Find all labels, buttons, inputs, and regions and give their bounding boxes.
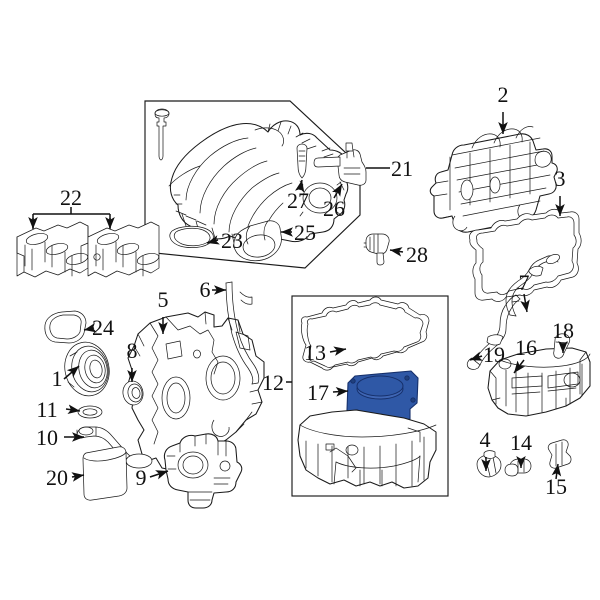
- oil-level-dipstick: [505, 254, 560, 317]
- callout-number-26: 26: [323, 196, 345, 221]
- callout-number-10: 10: [36, 425, 58, 450]
- air-inlet-hose: [233, 220, 282, 262]
- callout-number-6: 6: [200, 277, 211, 302]
- oil-pan-inset-box: [291, 295, 449, 497]
- callout-number-13: 13: [304, 340, 326, 365]
- valve-cover-gasket: [469, 208, 582, 302]
- callout-number-8: 8: [127, 338, 138, 363]
- callout-number-16: 16: [515, 335, 537, 360]
- callout-number-18: 18: [552, 318, 574, 343]
- oil-pickup-tube-seal: [77, 405, 103, 419]
- intake-manifold-gasket-left: [16, 221, 89, 278]
- callout-number-22: 22: [60, 185, 82, 210]
- callout-number-20: 20: [46, 465, 68, 490]
- intake-manifold-gasket-right: [87, 221, 160, 278]
- callout-number-1: 1: [52, 366, 63, 391]
- timing-cover-seal-gasket: [44, 310, 87, 344]
- callout-number-14: 14: [510, 430, 532, 455]
- front-crankshaft-seal: [122, 380, 144, 406]
- callout-number-15: 15: [545, 474, 567, 499]
- callout-number-labels: 1 2 3 4 5 6 7 8 9 10 11 12 13 14 15 16 1…: [36, 82, 574, 499]
- oil-baffle-windage-tray: [487, 347, 591, 417]
- callout-number-24: 24: [92, 315, 114, 340]
- timing-cover-gasket-strip: [225, 281, 260, 385]
- callout-number-2: 2: [498, 82, 509, 107]
- dipstick-tube: [466, 294, 521, 370]
- callout-number-23: 23: [221, 228, 243, 253]
- callout-number-4: 4: [480, 427, 491, 452]
- callout-number-9: 9: [136, 465, 147, 490]
- callout-number-21: 21: [391, 156, 413, 181]
- crankshaft-pulley-damper: [64, 341, 110, 397]
- pcv-valve-assembly: [313, 142, 367, 191]
- callout-number-3: 3: [555, 166, 566, 191]
- callout-number-7: 7: [519, 270, 530, 295]
- callout-number-27: 27: [287, 188, 309, 213]
- oil-pump: [163, 433, 243, 509]
- callout-number-19: 19: [483, 342, 505, 367]
- callout-number-17: 17: [307, 380, 329, 405]
- callout-number-25: 25: [294, 220, 316, 245]
- manifold-bolt: [154, 108, 170, 161]
- callout-number-5: 5: [158, 287, 169, 312]
- valve-cover: [429, 126, 558, 233]
- oil-pan: [297, 409, 437, 489]
- intake-bolt-27: [296, 143, 308, 179]
- callout-number-12: 12: [262, 370, 284, 395]
- camshaft-position-sensor: [363, 233, 390, 266]
- throttle-body-gasket: [169, 225, 214, 248]
- bracket-clip: [547, 439, 572, 469]
- callout-number-11: 11: [36, 397, 57, 422]
- callout-leaders: [28, 112, 568, 482]
- oil-pan-baffle-plate-highlighted: [346, 370, 419, 422]
- callout-number-28: 28: [406, 242, 428, 267]
- oil-filter: [82, 446, 128, 501]
